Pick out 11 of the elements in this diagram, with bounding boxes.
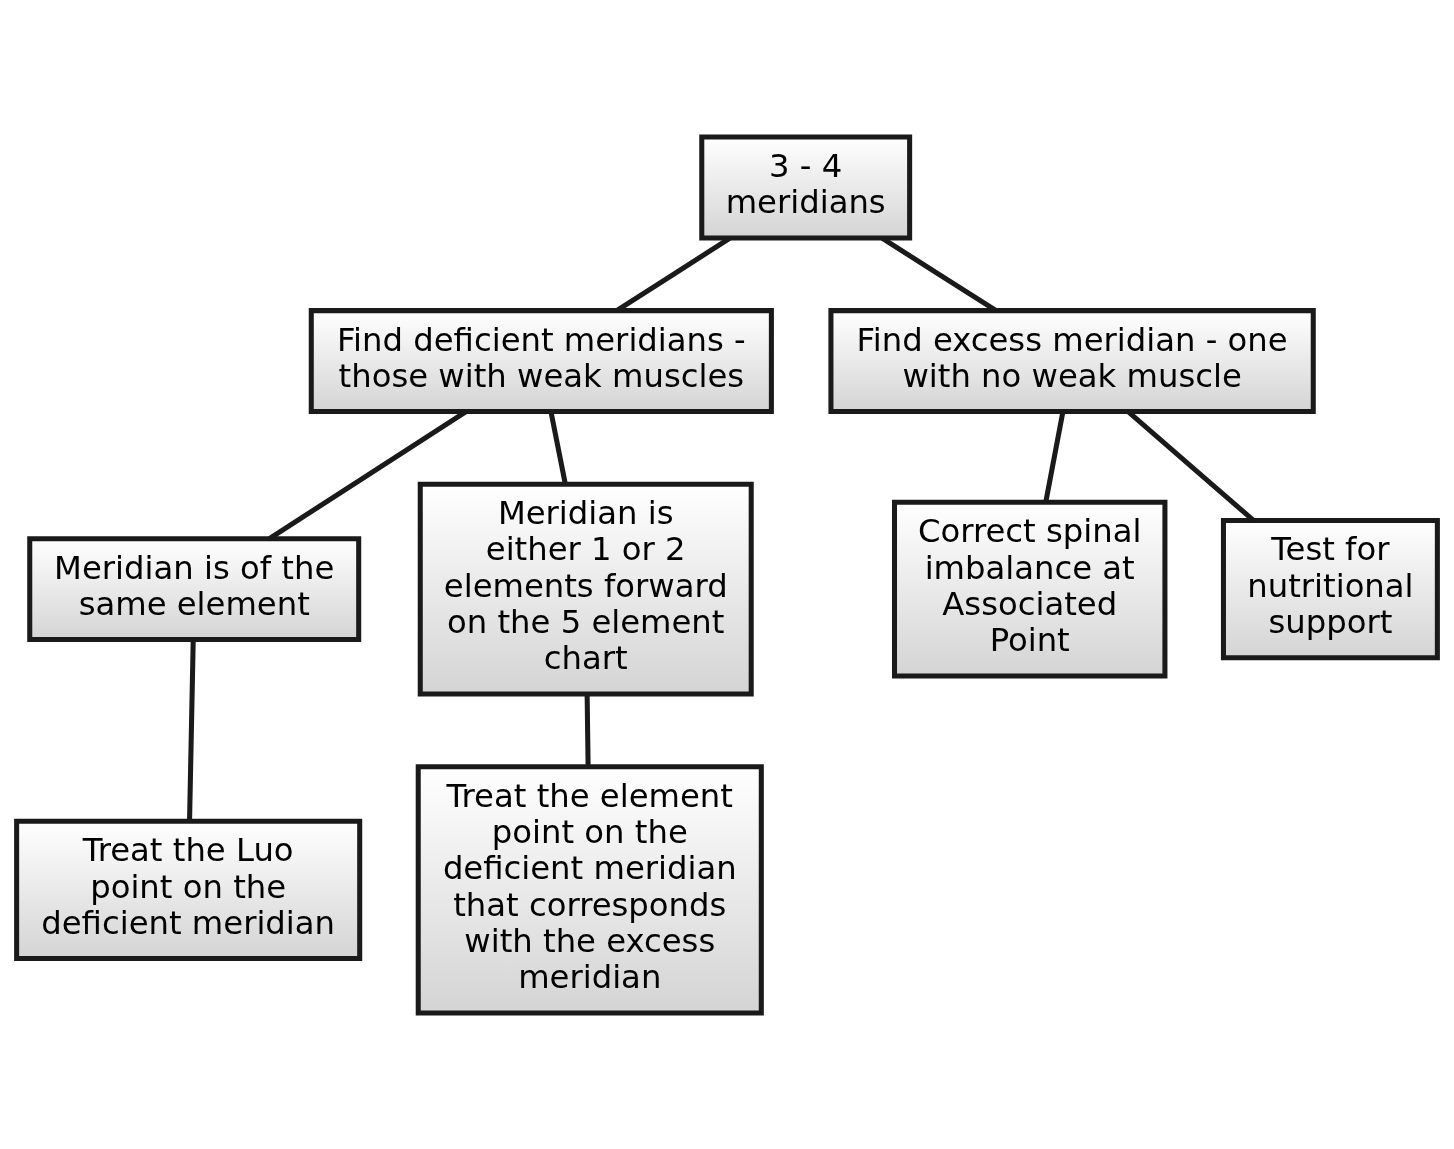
connector bbox=[584, 693, 591, 767]
node-box: Correct spinal imbalance at Associated Point bbox=[891, 499, 1168, 678]
node-box: Treat the Luo point on the deficient meridian bbox=[14, 818, 363, 961]
node-box: Meridian is either 1 or 2 elements forward on the 5 element chart bbox=[417, 481, 754, 697]
node-box: 3 - 4 meridians bbox=[699, 134, 913, 240]
node-box: Find excess meridian - one with no weak muscle bbox=[828, 307, 1316, 414]
node-box: Treat the element point on the deficient meridian that corresponds with the excess meridian bbox=[415, 763, 764, 1015]
node-box: Meridian is of the same element bbox=[27, 535, 362, 642]
node-box: Find deficient meridians - those with weak muscles bbox=[308, 307, 774, 414]
node-box: Test for nutritional support bbox=[1220, 517, 1440, 660]
connector bbox=[187, 639, 196, 821]
